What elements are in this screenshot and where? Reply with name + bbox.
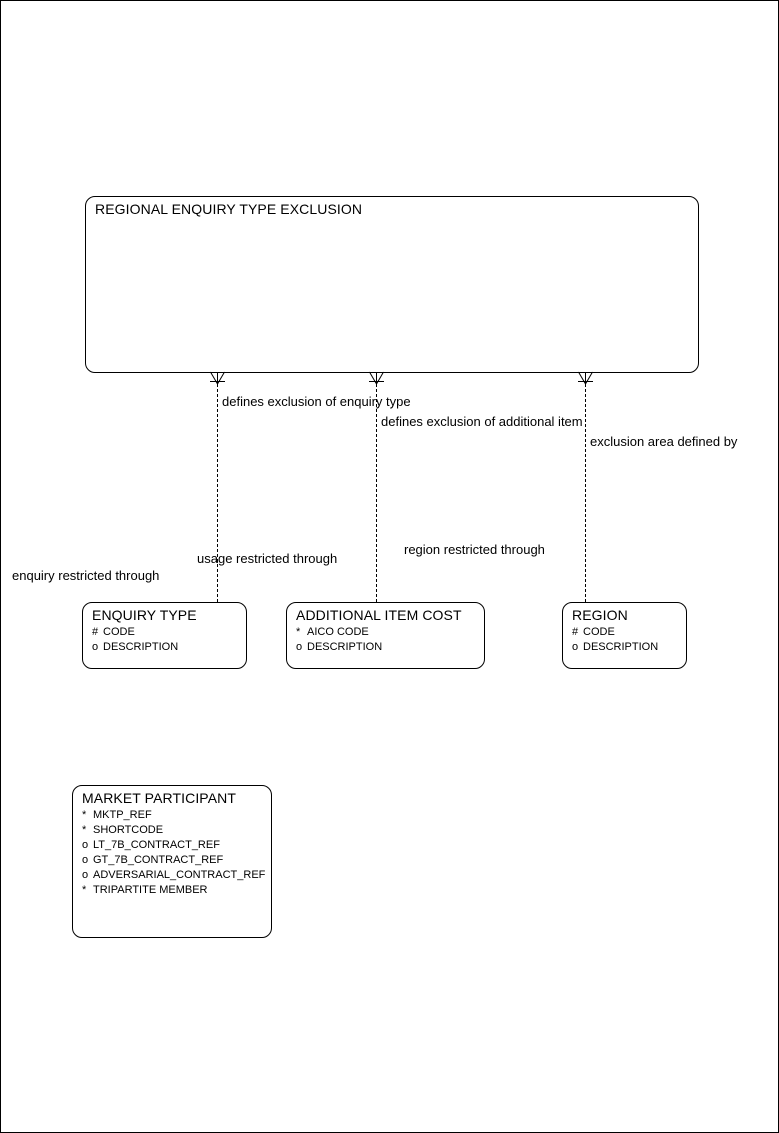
attribute-row: o GT_7B_CONTRACT_REF [82,853,265,868]
relationship-label-usage-restricted-through: usage restricted through [197,551,338,566]
attribute-mark: # [92,626,99,638]
relationship-line-enquiry-type [217,379,218,602]
attribute-mark: o [82,854,89,866]
attribute-mark: * [82,824,87,836]
attribute-name: DESCRIPTION [103,641,179,653]
entity-name: ENQUIRY TYPE [92,607,197,623]
entity-name: MARKET PARTICIPANT [82,790,237,806]
relationship-label-defines-exclusion-of-enquiry-type: defines exclusion of enquiry type [222,394,411,409]
relationship-label-defines-exclusion-of-additional-item: defines exclusion of additional item [381,414,583,429]
attribute-mark: o [572,641,579,653]
crowsfoot-enquiry-type [210,371,225,385]
attribute-list: * MKTP_REF * SHORTCODE o LT_7B_CONTRACT_REF… [82,808,265,898]
attribute-name: TRIPARTITE MEMBER [93,884,208,896]
crowsfoot-region [578,371,593,385]
attribute-row: o DESCRIPTION [572,640,658,655]
attribute-list: # CODE o DESCRIPTION [92,625,178,655]
attribute-row: o ADVERSARIAL_CONTRACT_REF [82,868,265,883]
attribute-mark: o [92,641,99,653]
crowsfoot-additional-item-cost [369,371,384,385]
attribute-row: # CODE [572,625,658,640]
attribute-row: * MKTP_REF [82,808,265,823]
attribute-mark: o [82,839,89,851]
relationship-line-region [585,379,586,602]
attribute-name: DESCRIPTION [307,641,383,653]
attribute-list: # CODE o DESCRIPTION [572,625,658,655]
entity-name: REGION [572,607,628,623]
attribute-name: CODE [583,626,615,638]
attribute-row: * SHORTCODE [82,823,265,838]
attribute-name: GT_7B_CONTRACT_REF [93,854,224,866]
attribute-row: o DESCRIPTION [92,640,178,655]
relationship-label-exclusion-area-defined-by: exclusion area defined by [590,434,738,449]
attribute-mark: * [82,809,87,821]
attribute-mark: o [82,869,89,881]
entity-regional-enquiry-type-exclusion[interactable]: REGIONAL ENQUIRY TYPE EXCLUSION [85,196,699,373]
attribute-mark: o [296,641,303,653]
entity-region[interactable]: REGION # CODE o DESCRIPTION [562,602,687,669]
entity-market-participant[interactable]: MARKET PARTICIPANT * MKTP_REF * SHORTCODE … [72,785,272,938]
attribute-name: CODE [103,626,135,638]
attribute-mark: * [296,626,301,638]
attribute-row: * AICO CODE [296,625,382,640]
relationship-label-enquiry-restricted-through: enquiry restricted through [12,568,160,583]
attribute-row: # CODE [92,625,178,640]
attribute-mark: # [572,626,579,638]
attribute-row: o LT_7B_CONTRACT_REF [82,838,265,853]
attribute-name: AICO CODE [307,626,369,638]
entity-enquiry-type[interactable]: ENQUIRY TYPE # CODE o DESCRIPTION [82,602,247,669]
attribute-name: MKTP_REF [93,809,152,821]
entity-name: REGIONAL ENQUIRY TYPE EXCLUSION [95,201,363,217]
attribute-name: SHORTCODE [93,824,164,836]
attribute-row: o DESCRIPTION [296,640,382,655]
entity-name: ADDITIONAL ITEM COST [296,607,462,623]
attribute-name: ADVERSARIAL_CONTRACT_REF [93,869,266,881]
attribute-row: * TRIPARTITE MEMBER [82,883,265,898]
relationship-line-additional-item-cost [376,379,377,602]
attribute-list: * AICO CODE o DESCRIPTION [296,625,382,655]
attribute-name: LT_7B_CONTRACT_REF [93,839,220,851]
entity-additional-item-cost[interactable]: ADDITIONAL ITEM COST * AICO CODE o DESCRIP… [286,602,485,669]
attribute-name: DESCRIPTION [583,641,659,653]
relationship-label-region-restricted-through: region restricted through [404,542,545,557]
attribute-mark: * [82,884,87,896]
